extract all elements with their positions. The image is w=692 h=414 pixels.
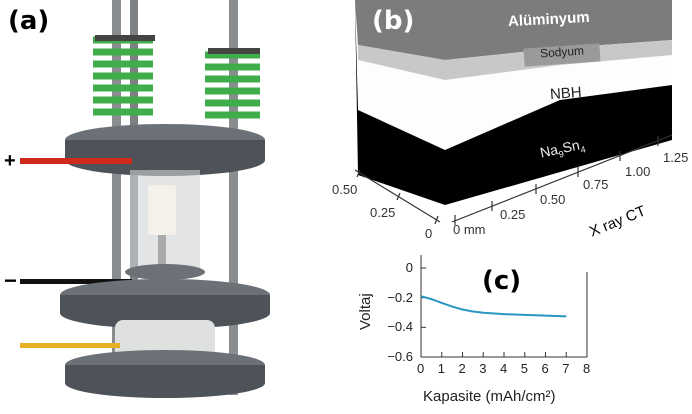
length-axis — [451, 134, 673, 225]
y-axis-label: Voltaj — [357, 293, 374, 330]
length-tick: 0.75 — [583, 177, 609, 192]
length-tick: 1.00 — [625, 164, 651, 179]
panel-label-c: (c) — [482, 266, 522, 296]
length-tick: 0.25 — [500, 207, 526, 222]
x-tick-label: 4 — [500, 361, 508, 376]
positive-terminal-label: + — [4, 150, 16, 172]
threaded-rod — [229, 0, 238, 395]
y-tick-label: −0.4 — [387, 319, 413, 335]
battery-cell-apparatus — [20, 0, 270, 398]
negative-terminal-label: − — [4, 268, 17, 293]
y-tick-label: 0 — [405, 260, 413, 275]
y-tick-label: −0.6 — [387, 349, 413, 364]
threaded-rod — [112, 0, 121, 395]
y-tick-label: −0.2 — [387, 289, 413, 305]
x-tick-label: 6 — [541, 361, 549, 376]
depth-axis — [354, 169, 441, 225]
spring — [93, 36, 153, 116]
panel-label-b: (b) — [372, 6, 415, 36]
x-tick-label: 0 — [417, 361, 425, 376]
depth-tick: 0 — [425, 226, 433, 241]
layer-nbh: NBH — [549, 83, 583, 104]
length-tick: 1.25 — [663, 150, 689, 165]
length-tick: 0 mm — [453, 222, 486, 237]
third-wire — [20, 343, 120, 348]
x-tick-label: 2 — [458, 361, 466, 376]
depth-tick: 0.50 — [332, 182, 358, 197]
x-tick-label: 1 — [437, 361, 445, 376]
electrolyte-pellet — [148, 185, 176, 235]
panel-label-a: (a) — [8, 6, 50, 36]
depth-tick: 0.25 — [370, 205, 396, 220]
negative-wire — [20, 279, 132, 284]
voltage-series-line — [420, 295, 567, 318]
x-tick-label: 7 — [562, 361, 570, 376]
x-tick-label: 3 — [479, 361, 487, 376]
spring — [205, 51, 260, 119]
xray-ct-block — [354, 0, 673, 225]
positive-wire — [20, 158, 132, 164]
x-tick-label: 8 — [583, 361, 591, 376]
x-tick-label: 5 — [520, 361, 528, 376]
sodyum-label-box — [523, 43, 601, 67]
x-axis-label: Kapasite (mAh/cm²) — [423, 388, 556, 405]
length-tick: 0.50 — [540, 192, 566, 207]
voltage-chart — [420, 255, 588, 358]
